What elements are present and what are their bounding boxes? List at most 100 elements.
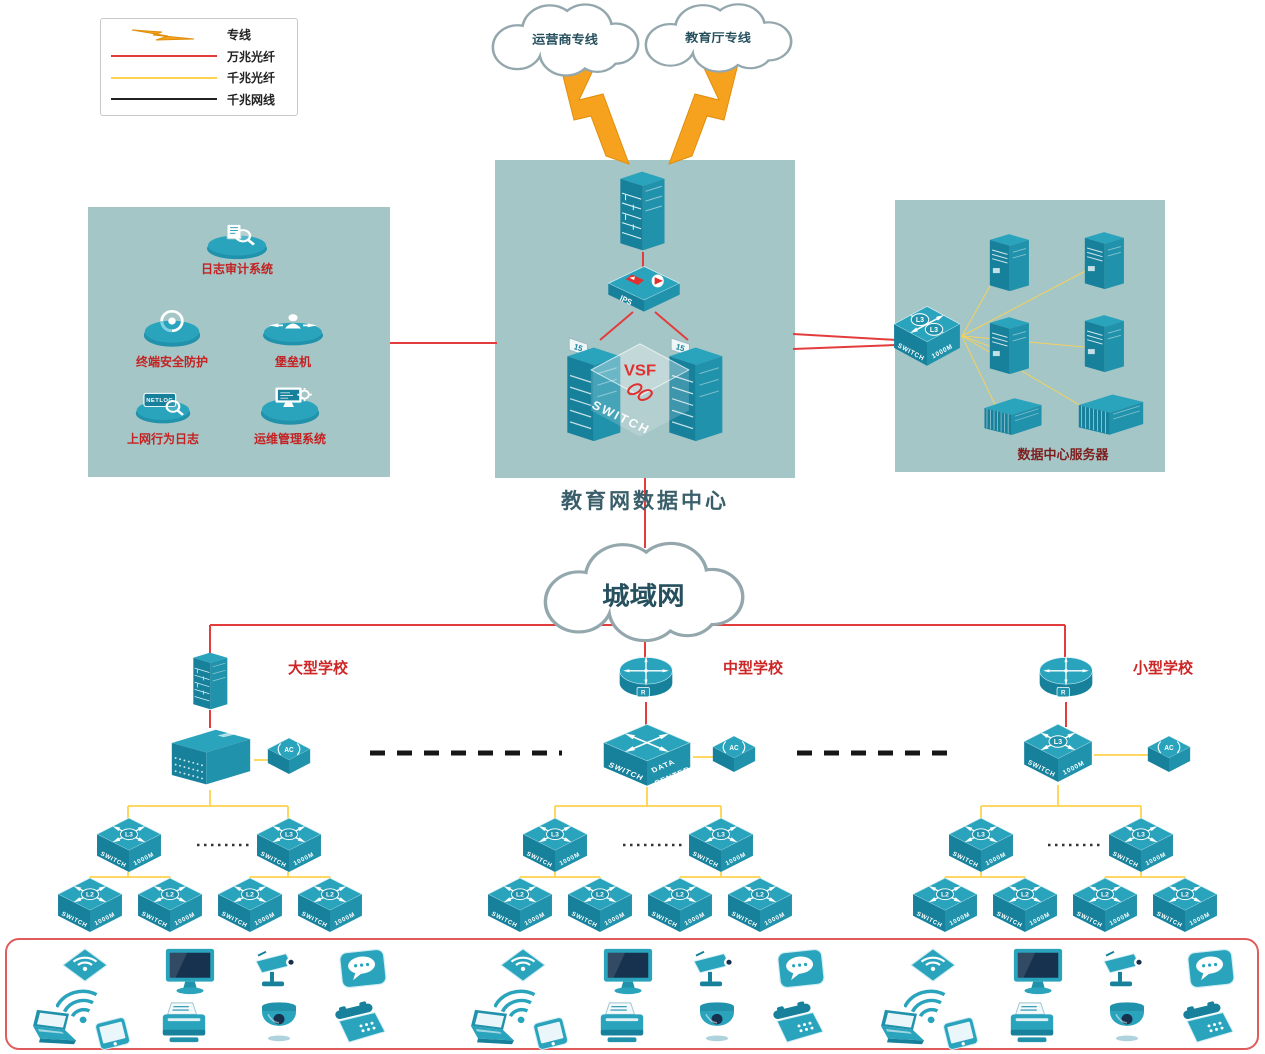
school2-message-icon xyxy=(774,946,828,992)
legend-label-10g: 万兆光纤 xyxy=(227,49,276,64)
svg-text:教育厅专线: 教育厅专线 xyxy=(684,30,752,44)
cloud-carrier-line: 运营商专线 xyxy=(483,2,645,78)
svg-text:15: 15 xyxy=(675,342,686,354)
svg-text:L2: L2 xyxy=(596,892,604,899)
cloud-edu-dept-line: 教育厅专线 xyxy=(636,2,798,74)
school2-smartphone-icon xyxy=(528,1016,574,1054)
school1-telephone-icon xyxy=(331,1000,389,1048)
svg-text:城域网: 城域网 xyxy=(602,582,684,610)
svg-text:L3: L3 xyxy=(916,315,924,324)
svg-text:R: R xyxy=(641,690,646,697)
school3-telephone-icon xyxy=(1179,1000,1237,1048)
school3-cctv-camera-icon xyxy=(1098,946,1152,992)
dc-servers-label: 数据中心服务器 xyxy=(1017,447,1109,462)
legend-label-1g-fiber: 千兆光纤 xyxy=(227,71,276,86)
school3-dome-camera-icon xyxy=(1104,998,1150,1046)
ips-device: IPS xyxy=(606,264,682,314)
lightning-icon xyxy=(131,29,195,41)
datacenter-title: 教育网数据中心 xyxy=(561,490,729,513)
school1-dome-camera-icon xyxy=(256,998,302,1046)
svg-text:AC: AC xyxy=(1164,745,1173,752)
svg-text:AC: AC xyxy=(284,747,293,754)
svg-text:VSF: VSF xyxy=(624,362,657,379)
legend: 专线 万兆光纤 千兆光纤 千兆网线 xyxy=(100,18,298,116)
medium-school-router: R xyxy=(618,652,674,704)
svg-text:L3: L3 xyxy=(285,832,293,839)
small-school-label: 小型学校 xyxy=(1132,660,1194,677)
legend-label-dedicated: 专线 xyxy=(227,28,252,43)
svg-text:15: 15 xyxy=(573,342,584,354)
log-audit-label: 日志审计系统 xyxy=(200,262,274,276)
legend-label-1g-copper: 千兆网线 xyxy=(227,92,276,107)
red-line-sample xyxy=(111,55,217,58)
net-behavior-log-label: 上网行为日志 xyxy=(126,432,200,446)
svg-text:L2: L2 xyxy=(326,892,334,899)
svg-text:AC: AC xyxy=(729,745,738,752)
svg-text:L2: L2 xyxy=(941,892,949,899)
school3-printer-icon xyxy=(1006,1000,1058,1046)
school3-wifi-signal-icon xyxy=(904,986,952,1028)
svg-text:L3: L3 xyxy=(1137,832,1145,839)
school3-wireless-ap-icon xyxy=(908,946,958,986)
svg-text:L3: L3 xyxy=(1054,737,1062,746)
school1-message-icon xyxy=(336,946,390,992)
legend-row-1g-copper: 千兆网线 xyxy=(109,91,289,108)
svg-text:L2: L2 xyxy=(86,892,94,899)
yellow-line-sample xyxy=(111,76,217,79)
medium-school-ac: AC xyxy=(711,734,757,774)
large-school-ac: AC xyxy=(266,736,312,776)
school1-wifi-signal-icon xyxy=(56,986,104,1028)
svg-text:L2: L2 xyxy=(516,892,524,899)
dc-server-1 xyxy=(986,232,1032,294)
dc-server-2 xyxy=(1081,230,1127,292)
svg-text:NETLOG: NETLOG xyxy=(146,399,173,404)
legend-sample xyxy=(109,55,219,58)
bastion-host-icon xyxy=(261,310,325,350)
log-audit-icon xyxy=(205,222,269,264)
school2-printer-icon xyxy=(596,1000,648,1046)
cloud-metro-network: 城域网 xyxy=(532,540,752,644)
svg-text:R: R xyxy=(1061,690,1066,697)
legend-sample xyxy=(109,98,219,101)
small-school-router: R xyxy=(1038,652,1094,704)
svg-text:L3: L3 xyxy=(977,832,985,839)
bastion-host-label: 堡垒机 xyxy=(274,355,312,369)
school2-laptop-icon xyxy=(464,1008,520,1050)
school2-dome-camera-icon xyxy=(694,998,740,1046)
svg-text:L2: L2 xyxy=(1101,892,1109,899)
school3-desktop-icon xyxy=(1011,946,1065,996)
school3-message-icon xyxy=(1184,946,1238,992)
svg-text:L2: L2 xyxy=(166,892,174,899)
svg-text:L2: L2 xyxy=(246,892,254,899)
dc-storage-2 xyxy=(1076,392,1146,438)
terminal-security-icon xyxy=(142,306,202,352)
school3-laptop-icon xyxy=(874,1008,930,1050)
svg-text:L3: L3 xyxy=(125,832,133,839)
school3-smartphone-icon xyxy=(938,1016,984,1054)
core-firewall xyxy=(616,168,668,254)
school1-printer-icon xyxy=(158,1000,210,1046)
school1-laptop-icon xyxy=(26,1008,82,1050)
large-school-core-device xyxy=(168,726,254,790)
net-behavior-log-icon: NETLOG xyxy=(134,388,192,428)
svg-text:运营商专线: 运营商专线 xyxy=(532,32,598,46)
svg-text:L3: L3 xyxy=(930,325,938,334)
